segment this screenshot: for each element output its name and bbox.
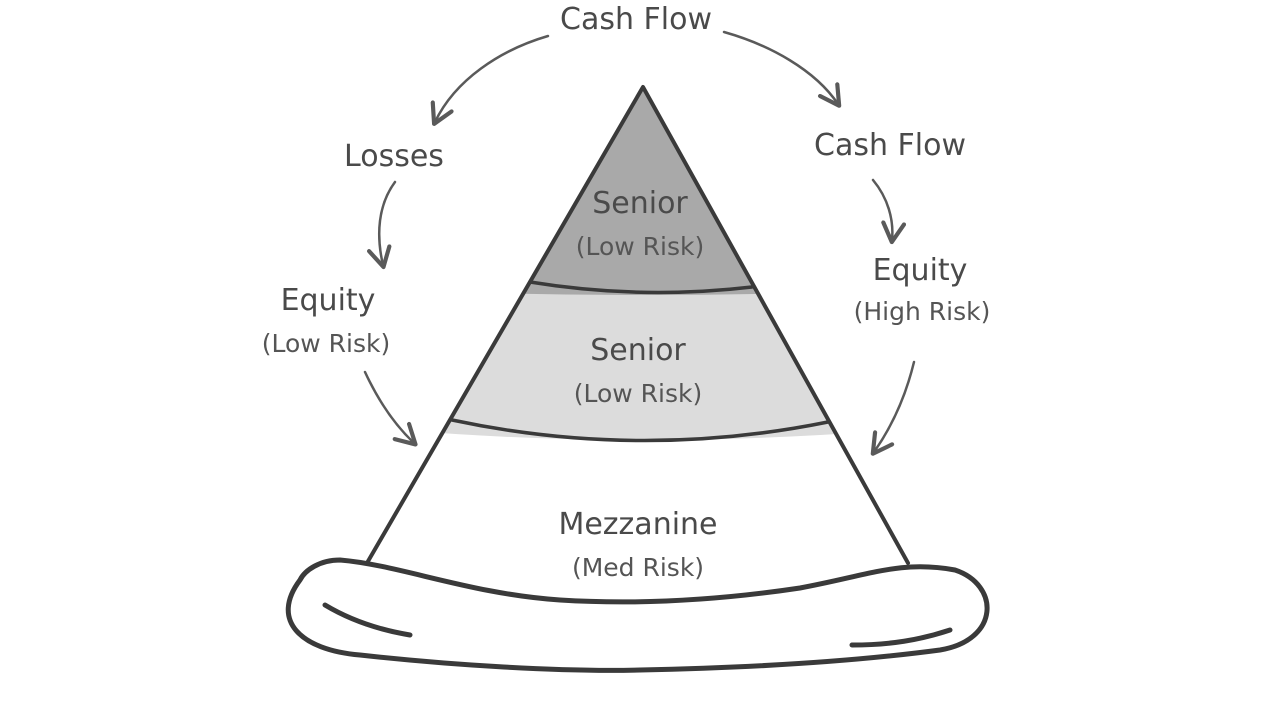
arrow-left-down xyxy=(366,180,397,270)
tray-highlight-right xyxy=(849,627,953,648)
arrow-top-right xyxy=(722,30,842,108)
tranche-middle-subtitle: (Low Risk) xyxy=(574,379,703,408)
tranche-top-title: Senior xyxy=(592,186,688,221)
left-equity-subtitle: (Low Risk) xyxy=(262,329,391,358)
left-equity-title: Equity xyxy=(281,283,376,318)
tranche-top-subtitle: (Low Risk) xyxy=(576,232,705,261)
left-losses-label: Losses xyxy=(344,139,444,174)
arrow-top-left xyxy=(430,34,550,126)
arrow-right-to-pyramid xyxy=(870,360,916,456)
arrow-left-to-pyramid xyxy=(363,370,418,447)
tranche-divider-upper xyxy=(528,280,754,295)
right-cash-flow-label: Cash Flow xyxy=(814,128,966,163)
top-cash-flow-label: Cash Flow xyxy=(560,2,712,37)
tray-highlight-left xyxy=(322,602,413,638)
arrow-right-down xyxy=(871,178,907,245)
tranche-middle-title: Senior xyxy=(590,333,686,368)
tranche-bottom-title: Mezzanine xyxy=(558,507,717,542)
tranche-divider-lower xyxy=(450,418,830,443)
pyramid-outline xyxy=(365,85,910,565)
pyramid-base-tray xyxy=(285,557,990,673)
right-equity-title: Equity xyxy=(873,253,968,288)
right-equity-subtitle: (High Risk) xyxy=(854,297,991,326)
tranche-bottom-subtitle: (Med Risk) xyxy=(572,553,704,582)
